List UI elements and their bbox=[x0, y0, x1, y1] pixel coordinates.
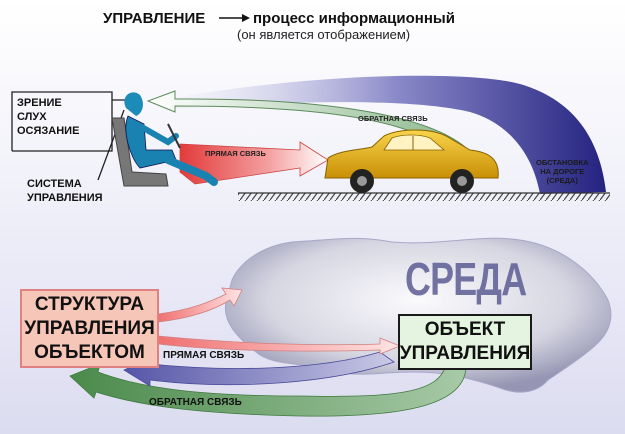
header-subtitle: (он является отображением) bbox=[237, 27, 411, 42]
header-control: УПРАВЛЕНИЕ bbox=[103, 10, 206, 27]
object-box-text: ОБЪЕКТ УПРАВЛЕНИЯ bbox=[399, 318, 531, 366]
header-process: процесс информационный bbox=[253, 10, 455, 27]
object-line2: УПРАВЛЕНИЯ bbox=[399, 343, 531, 364]
control-system-label: СИСТЕМА УПРАВЛЕНИЯ bbox=[27, 177, 103, 205]
structure-box-text: СТРУКТУРА УПРАВЛЕНИЯ ОБЪЕКТОМ bbox=[21, 293, 158, 365]
bottom-direct-label: ПРЯМАЯ СВЯЗЬ bbox=[163, 350, 245, 361]
road-line2: НА ДОРОГЕ bbox=[540, 167, 585, 176]
top-feedback-arrow bbox=[146, 90, 467, 151]
bottom-feedback-label: ОБРАТНАЯ СВЯЗЬ bbox=[149, 397, 242, 408]
bottom-direct-arrow bbox=[157, 335, 402, 355]
object-line1: ОБЪЕКТ bbox=[424, 319, 506, 340]
structure-line2: УПРАВЛЕНИЯ bbox=[24, 318, 155, 339]
object-box bbox=[398, 314, 532, 370]
top-environment-sweep bbox=[140, 75, 606, 194]
header-arrow-icon bbox=[219, 14, 250, 22]
structure-line3: ОБЪЕКТОМ bbox=[34, 342, 145, 363]
top-direct-label: ПРЯМАЯ СВЯЗЬ bbox=[205, 149, 266, 158]
top-direct-arrow bbox=[179, 141, 329, 185]
road-line3: (СРЕДА) bbox=[546, 176, 578, 185]
sense-touch: ОСЯЗАНИЕ bbox=[17, 125, 80, 137]
sense-hearing: СЛУХ bbox=[17, 111, 47, 123]
driver-figure bbox=[124, 92, 218, 186]
bottom-feedback-arrow bbox=[69, 363, 467, 417]
car-illustration bbox=[324, 129, 499, 193]
senses-list: ЗРЕНИЕ СЛУХ ОСЯЗАНИЕ bbox=[17, 96, 79, 138]
environment-label: СРЕДА bbox=[405, 253, 527, 305]
structure-box bbox=[20, 289, 159, 368]
road-surface bbox=[238, 193, 610, 201]
top-feedback-label: ОБРАТНАЯ СВЯЗЬ bbox=[358, 114, 428, 123]
control-system-line2: УПРАВЛЕНИЯ bbox=[27, 192, 103, 204]
structure-line1: СТРУКТУРА bbox=[34, 294, 145, 315]
road-line1: ОБСТАНОВКА bbox=[536, 158, 589, 167]
road-environment-label: ОБСТАНОВКА НА ДОРОГЕ (СРЕДА) bbox=[536, 158, 589, 185]
senses-frame bbox=[11, 91, 113, 152]
control-system-line1: СИСТЕМА bbox=[27, 178, 82, 190]
bottom-structure-arrow bbox=[157, 287, 243, 323]
sense-vision: ЗРЕНИЕ bbox=[17, 97, 62, 109]
